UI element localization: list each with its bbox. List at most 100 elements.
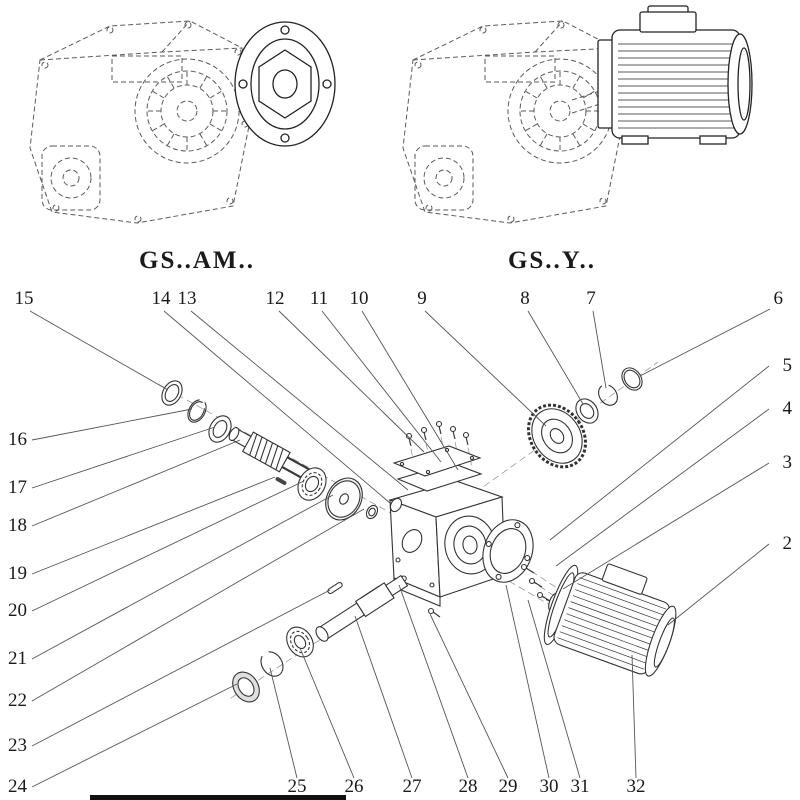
leader-line-16 [31,408,193,441]
callout-number-8: 8 [520,288,530,309]
leader-line-14 [163,310,391,504]
leader-line-23 [31,589,331,747]
gearbox-outline-gsy [402,20,623,224]
leader-line-4 [555,408,770,567]
leader-line-15 [29,310,169,391]
callout-number-20: 20 [8,600,27,621]
leader-line-24 [31,683,238,788]
leader-line-31 [527,599,581,779]
leader-line-12 [278,310,425,453]
leader-line-7 [592,310,607,389]
exploded-view [157,361,677,703]
callout-number-4: 4 [783,398,793,419]
part-ring-17 [208,415,232,443]
part-bearing-26 [286,626,314,658]
callout-number-31: 31 [571,776,590,797]
callout-number-2: 2 [783,533,793,554]
callout-number-19: 19 [8,563,27,584]
leader-line-6 [639,308,771,377]
callout-number-12: 12 [266,288,285,309]
callout-number-27: 27 [403,776,422,797]
part-bolt-29 [427,607,441,618]
motor-terminal-box-exploded [601,563,648,595]
leader-line-21 [31,494,334,660]
callout-number-9: 9 [417,288,427,309]
motor-foot [621,135,649,145]
part-ring-15 [161,380,183,406]
callout-number-3: 3 [783,452,793,473]
leader-line-28 [398,584,469,779]
part-bearing-20 [297,467,327,501]
callout-number-5: 5 [783,355,793,376]
leader-line-5 [549,365,770,541]
motor-terminal-box [639,11,697,33]
leader-line-20 [31,480,305,612]
leader-line-30 [505,584,550,779]
leader-line-17 [31,426,216,489]
leader-line-22 [31,508,365,702]
motor-foot [699,135,727,145]
gearbox-drawing-gsy [402,5,753,224]
page-edge-bar [90,795,346,800]
variant-title-gsy: GS..Y.. [508,247,596,274]
callout-number-18: 18 [8,515,27,536]
leader-line-9 [424,310,547,427]
part-snap-ring-7 [598,384,618,406]
callout-number-21: 21 [8,648,27,669]
callout-number-11: 11 [310,288,328,309]
leader-line-11 [321,310,442,463]
motor-body [611,29,741,139]
callout-number-17: 17 [8,477,27,498]
leader-line-29 [429,613,509,779]
gearbox-outline-gsam [29,20,250,224]
motor-gsy [597,5,753,145]
part-output-shaft-27 [315,574,409,642]
leader-line-8 [527,310,584,405]
callout-number-29: 29 [499,776,518,797]
callout-number-24: 24 [8,776,28,797]
part-ring-6 [621,367,643,391]
part-ring-8 [575,398,599,424]
callout-number-16: 16 [8,429,27,450]
leader-line-10 [361,310,459,471]
leader-line-3 [562,462,770,590]
callout-number-7: 7 [586,288,596,309]
leader-line-13 [190,310,409,491]
part-snap-ring-16 [187,399,207,423]
flange-gsam [234,21,336,147]
part-gear-9 [527,403,587,469]
callout-number-25: 25 [288,776,307,797]
callout-number-22: 22 [8,690,27,711]
part-motor [543,563,677,677]
leader-line-32 [631,654,637,779]
leader-line-25 [269,667,298,779]
callout-number-14: 14 [152,288,172,309]
callout-number-15: 15 [15,288,34,309]
leader-line-18 [31,439,241,527]
leader-line-19 [31,476,276,575]
part-adapter-flange [482,519,534,583]
part-pin-23 [327,581,343,595]
part-motor-bolts [520,563,551,602]
leader-line-2 [667,543,770,626]
callout-number-30: 30 [540,776,559,797]
callout-number-10: 10 [350,288,369,309]
leader-line-27 [354,615,413,779]
part-washer-24 [232,671,260,703]
input-shaft-gsy [571,90,601,114]
part-disc-21 [325,477,363,521]
part-snap-ring-25 [260,651,284,677]
part-cover-bolts [405,420,470,447]
leader-line-26 [299,647,355,779]
callout-number-13: 13 [178,288,197,309]
callout-number-6: 6 [774,288,784,309]
part-seal-14 [389,497,403,513]
callout-number-32: 32 [627,776,646,797]
callout-number-26: 26 [345,776,364,797]
part-ring-22 [365,504,379,520]
callout-number-28: 28 [459,776,478,797]
callout-number-23: 23 [8,735,27,756]
part-housing [388,480,506,607]
